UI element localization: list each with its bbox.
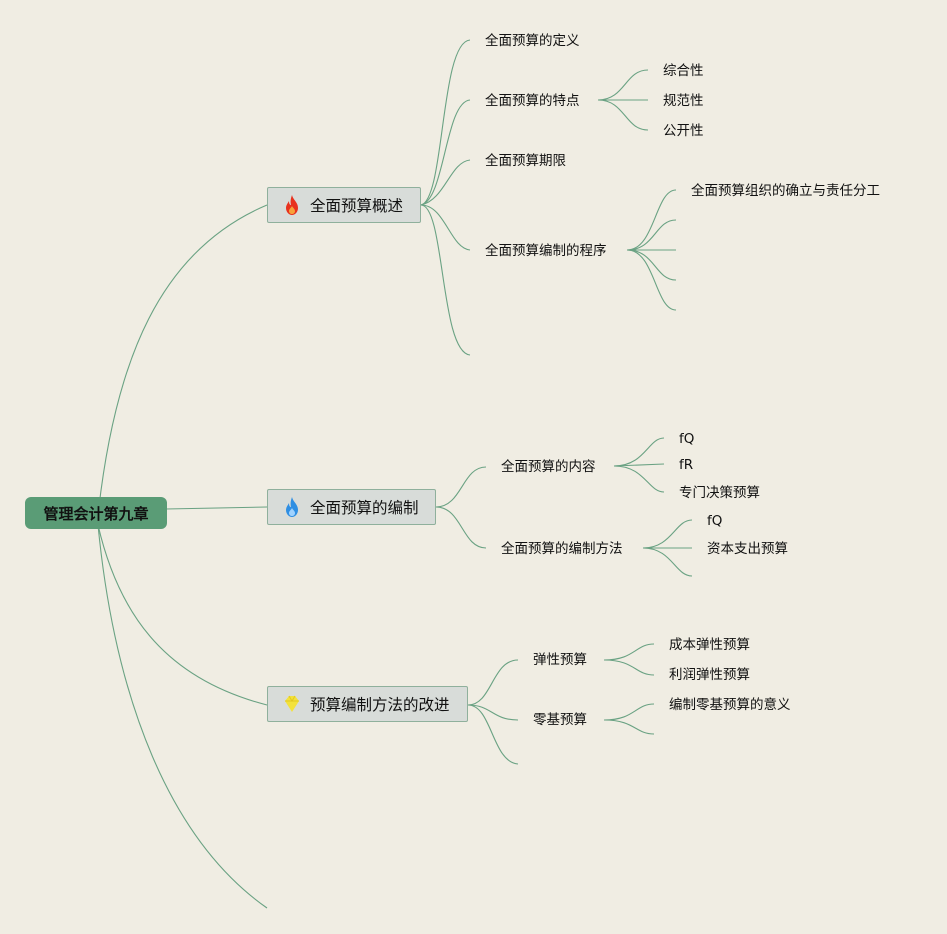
link-proc-2 [626, 219, 677, 251]
node-method-capital[interactable]: 资本支出预算 [707, 541, 788, 557]
topic-improvement[interactable]: 预算编制方法的改进 [267, 686, 468, 722]
node-zero-meaning[interactable]: 编制零基预算的意义 [669, 697, 791, 713]
topic-overview-label: 全面预算概述 [310, 197, 404, 215]
node-content-special[interactable]: 专门决策预算 [679, 485, 760, 501]
link-root-topic1 [97, 204, 268, 516]
link-feat-1 [597, 69, 649, 101]
link-t1-def [420, 39, 471, 206]
node-budget-methods[interactable]: 全面预算的编制方法 [501, 541, 623, 557]
node-feature-normative[interactable]: 规范性 [663, 93, 704, 109]
link-root-topic3 [97, 524, 268, 706]
link-t3-flex [467, 659, 519, 706]
node-flex-cost[interactable]: 成本弹性预算 [669, 637, 750, 653]
topic-compilation[interactable]: 全面预算的编制 [267, 489, 436, 525]
gem-icon [282, 693, 302, 715]
link-zero-2 [603, 719, 655, 735]
node-budget-features[interactable]: 全面预算的特点 [485, 93, 580, 109]
link-t3-zero [467, 704, 519, 721]
link-flex-2 [603, 659, 655, 676]
link-content-1 [613, 437, 665, 467]
fire-icon [282, 194, 302, 216]
node-feature-public[interactable]: 公开性 [663, 123, 704, 139]
link-t2-methods [435, 506, 487, 549]
link-t1-period [420, 159, 471, 206]
node-procedure-organization[interactable]: 全面预算组织的确立与责任分工 [691, 183, 880, 199]
link-t2-content [435, 466, 487, 508]
link-root-empty [97, 524, 268, 909]
node-content-fq[interactable]: fQ [679, 431, 695, 447]
link-content-3 [613, 465, 665, 493]
link-t3-empty [467, 704, 519, 765]
link-method-1 [642, 519, 693, 549]
link-t1-feat [420, 99, 471, 206]
node-budget-procedure[interactable]: 全面预算编制的程序 [485, 243, 607, 259]
node-feature-comprehensive[interactable]: 综合性 [663, 63, 704, 79]
node-budget-content[interactable]: 全面预算的内容 [501, 459, 596, 475]
link-flex-1 [603, 643, 655, 661]
link-t1-proc [420, 204, 471, 251]
topic-improvement-label: 预算编制方法的改进 [310, 696, 450, 714]
link-proc-1 [626, 189, 677, 251]
topic-compilation-label: 全面预算的编制 [310, 499, 419, 517]
link-t1-empty [420, 204, 471, 356]
link-proc-4 [626, 249, 677, 281]
link-feat-3 [597, 99, 649, 131]
node-budget-definition[interactable]: 全面预算的定义 [485, 33, 580, 49]
node-content-fr[interactable]: fR [679, 457, 694, 473]
node-zero-based-budget[interactable]: 零基预算 [533, 712, 587, 728]
topic-overview[interactable]: 全面预算概述 [267, 187, 421, 223]
node-flex-profit[interactable]: 利润弹性预算 [669, 667, 750, 683]
link-content-2 [613, 463, 665, 467]
link-zero-1 [603, 703, 655, 721]
link-root-topic2 [165, 506, 268, 510]
node-flexible-budget[interactable]: 弹性预算 [533, 652, 587, 668]
node-method-fq[interactable]: fQ [707, 513, 723, 529]
root-node[interactable]: 管理会计第九章 [25, 497, 167, 529]
link-proc-5 [626, 249, 677, 311]
blue-flame-icon [282, 496, 302, 518]
node-budget-period[interactable]: 全面预算期限 [485, 153, 566, 169]
link-method-3 [642, 547, 693, 577]
